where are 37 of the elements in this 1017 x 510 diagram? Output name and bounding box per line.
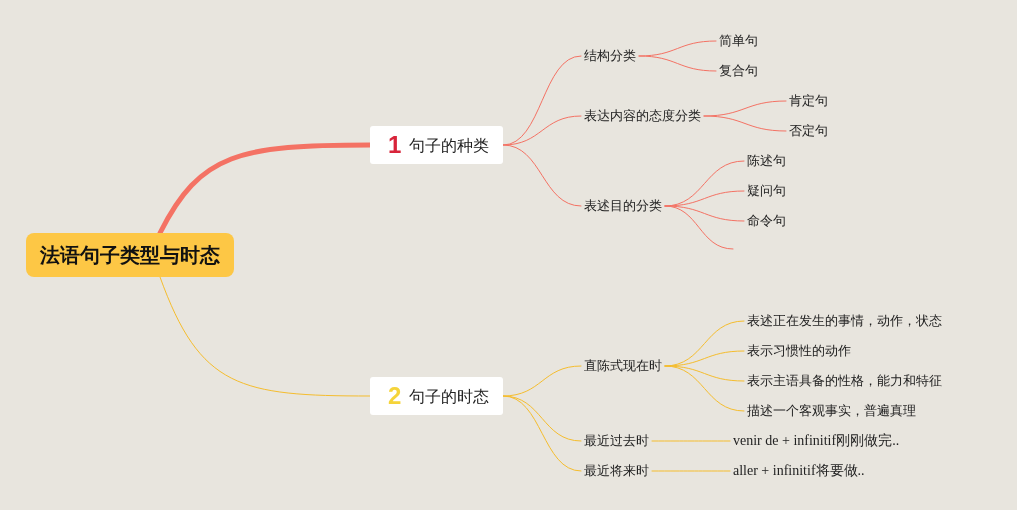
topic-label: 句子的种类 bbox=[409, 137, 490, 154]
connector-line bbox=[651, 470, 731, 472]
subtopic-label: 表示习惯性的动作 bbox=[744, 341, 854, 361]
connector-line bbox=[638, 55, 717, 72]
subtopic-label: 描述一个客观事实，普遍真理 bbox=[744, 401, 919, 421]
connector-line bbox=[664, 365, 745, 382]
subtopic-label: 复合句 bbox=[716, 61, 761, 81]
subtopic-label: 简单句 bbox=[716, 31, 761, 51]
subtopic-label: 直陈式现在时 bbox=[581, 356, 665, 376]
subtopic-label: 表示主语具备的性格，能力和特征 bbox=[744, 371, 945, 391]
central-topic-box: 法语句子类型与时态 bbox=[26, 233, 234, 277]
subtopic-label: 否定句 bbox=[786, 121, 831, 141]
connector-line bbox=[664, 205, 734, 250]
subtopic-label: aller + infinitif将要做.. bbox=[730, 461, 868, 481]
topic-number: 1 bbox=[388, 131, 402, 158]
subtopic-label: 表述目的分类 bbox=[581, 196, 665, 216]
subtopic-label: 陈述句 bbox=[744, 151, 789, 171]
connector-line bbox=[502, 144, 582, 207]
subtopic-label: 结构分类 bbox=[581, 46, 639, 66]
topic-box bbox=[370, 126, 504, 164]
subtopic-label: 疑问句 bbox=[744, 181, 789, 201]
subtopic-label: 表述正在发生的事情，动作，状态 bbox=[744, 311, 945, 331]
subtopic-label: 最近过去时 bbox=[581, 431, 652, 451]
topic-box bbox=[370, 377, 504, 415]
connector-line bbox=[703, 115, 787, 132]
topic-number: 2 bbox=[388, 382, 402, 409]
topic-label: 句子的时态 bbox=[409, 388, 490, 405]
subtopic-label: venir de + infinitif刚刚做完.. bbox=[730, 431, 903, 451]
connector-line bbox=[664, 365, 745, 412]
connector-line bbox=[159, 276, 371, 397]
subtopic-label: 表达内容的态度分类 bbox=[581, 106, 704, 126]
connector-line bbox=[651, 440, 731, 442]
subtopic-label: 肯定句 bbox=[786, 91, 831, 111]
subtopic-label: 命令句 bbox=[744, 211, 789, 231]
connector-line bbox=[664, 205, 745, 222]
connector-line bbox=[502, 395, 582, 472]
subtopic-label: 最近将来时 bbox=[581, 461, 652, 481]
